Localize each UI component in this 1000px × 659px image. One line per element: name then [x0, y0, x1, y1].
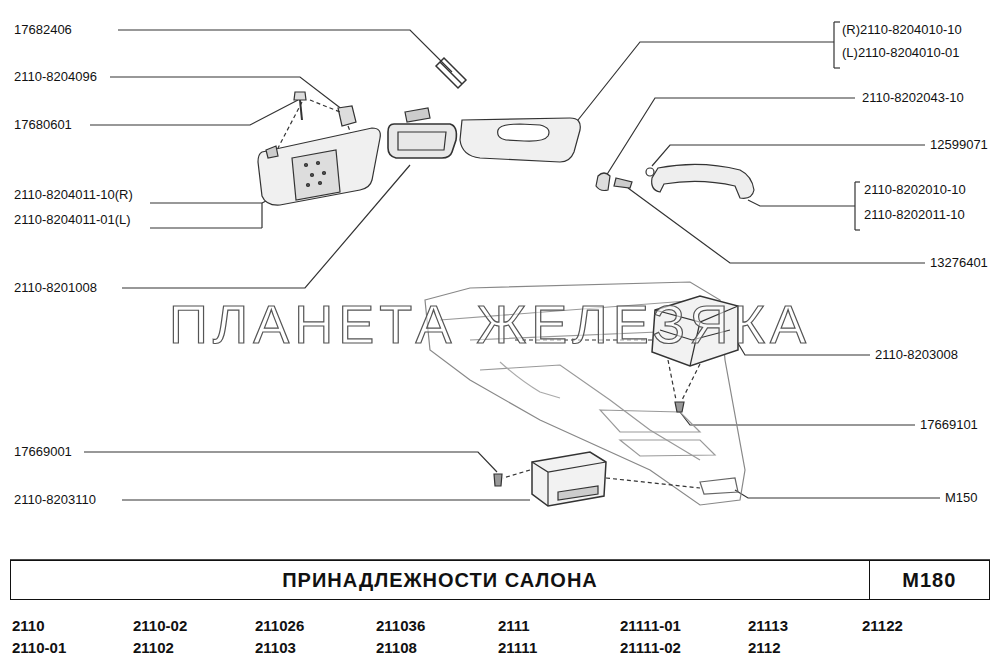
- part-number: 17669101: [920, 417, 978, 433]
- part-number: 17669001: [14, 444, 72, 460]
- part-number: 2110-8202011-10: [864, 207, 965, 223]
- model-code: 2110-02: [133, 617, 187, 635]
- cell-text: ПРИНАДЛЕЖНОСТИ САЛОНА: [282, 569, 598, 592]
- part-number: (L)2110-8204010-01: [842, 45, 960, 61]
- part-number: 2110-8204011-01(L): [14, 212, 131, 228]
- model-code: 21113: [748, 617, 788, 635]
- part-number: 13276401: [930, 255, 988, 271]
- model-code: 211026: [255, 617, 304, 635]
- part-number: 17680601: [14, 117, 72, 133]
- title-cell: ПРИНАДЛЕЖНОСТИ САЛОНА: [10, 560, 870, 600]
- part-number: 2110-8201008: [14, 280, 97, 296]
- part-number: 2110-8203110: [14, 492, 96, 508]
- part-number: 2110-8204096: [14, 69, 97, 85]
- model-code: 21103: [255, 639, 296, 657]
- sheet-code-cell: M180: [869, 560, 991, 600]
- cell-text: M180: [902, 569, 956, 592]
- part-number: 17682406: [14, 22, 72, 38]
- model-code: 2112: [748, 639, 781, 657]
- part-number: 2110-8203008: [875, 347, 958, 363]
- part-number: M150: [945, 490, 978, 506]
- model-code: 2110-01: [12, 639, 66, 657]
- model-code: 2111: [498, 617, 530, 635]
- part-number: 12599071: [930, 137, 988, 153]
- model-code: 21122: [862, 617, 903, 635]
- model-code: 211036: [376, 617, 425, 635]
- model-code: 21102: [133, 639, 174, 657]
- model-code: 2110: [12, 617, 45, 635]
- model-code: 21111-02: [620, 639, 681, 657]
- part-number: 2110-8202043-10: [862, 90, 964, 106]
- watermark: ПЛАНЕТА ЖЕЛЕЗЯКА: [169, 294, 811, 354]
- part-number: 2110-8204011-10(R): [14, 187, 133, 203]
- part-number: 2110-8202010-10: [864, 182, 966, 198]
- model-code: 21111: [498, 639, 537, 657]
- model-code: 21108: [376, 639, 417, 657]
- model-code: 21111-01: [620, 617, 681, 635]
- part-number: (R)2110-8204010-10: [842, 22, 962, 38]
